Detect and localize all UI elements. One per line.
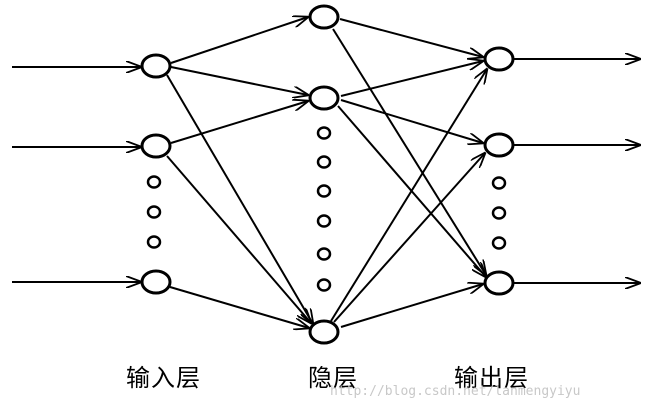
input-node-3 bbox=[140, 269, 172, 295]
hidden-node-3 bbox=[308, 319, 340, 345]
output-layer bbox=[483, 46, 515, 296]
input-hidden-connections bbox=[166, 17, 313, 328]
hidden-layer-label: 隐层 bbox=[308, 364, 358, 392]
connection-i1-h2 bbox=[170, 66, 308, 95]
hidden-ellipsis-dots bbox=[316, 126, 332, 292]
hidden-dot-3 bbox=[316, 184, 332, 198]
input-node-2 bbox=[140, 133, 172, 159]
hidden-dot-6 bbox=[316, 278, 332, 292]
input-layer-label: 输入层 bbox=[126, 364, 201, 392]
connection-h1-o3 bbox=[332, 28, 486, 275]
connection-h2-o2 bbox=[340, 99, 483, 143]
output-node-1 bbox=[483, 46, 515, 72]
hidden-node-2 bbox=[308, 85, 340, 111]
connection-h3-o3 bbox=[340, 284, 483, 328]
hidden-node-1 bbox=[308, 4, 340, 30]
output-node-3 bbox=[483, 270, 515, 296]
connection-h3-o2 bbox=[333, 153, 485, 323]
input-arrows bbox=[12, 67, 141, 282]
connection-i1-h3 bbox=[166, 74, 313, 324]
input-dot-3 bbox=[146, 235, 162, 249]
hidden-dot-2 bbox=[316, 155, 332, 169]
connection-i3-h3 bbox=[169, 286, 309, 328]
output-arrows bbox=[514, 59, 640, 283]
watermark-url: http://blog.csdn.net/lanmengyiyu bbox=[330, 384, 581, 399]
hidden-output-connections bbox=[330, 18, 487, 328]
input-layer bbox=[140, 53, 172, 295]
connection-i2-h2 bbox=[170, 101, 308, 144]
output-node-2 bbox=[483, 132, 515, 158]
output-dot-3 bbox=[491, 236, 507, 250]
input-dot-2 bbox=[146, 205, 162, 219]
output-dot-1 bbox=[491, 176, 507, 190]
input-dot-1 bbox=[146, 175, 162, 189]
output-layer-label: 输出层 bbox=[454, 364, 529, 392]
connection-i2-h3 bbox=[166, 155, 311, 323]
connection-h3-o1 bbox=[330, 69, 487, 322]
input-node-1 bbox=[140, 53, 172, 79]
hidden-dot-1 bbox=[316, 126, 332, 140]
hidden-dot-4 bbox=[316, 214, 332, 228]
connection-h2-o1 bbox=[340, 61, 483, 97]
output-dot-2 bbox=[491, 206, 507, 220]
output-ellipsis-dots bbox=[491, 176, 507, 250]
hidden-layer bbox=[308, 4, 340, 345]
connection-h1-o1 bbox=[339, 18, 483, 57]
hidden-dot-5 bbox=[316, 247, 332, 261]
input-ellipsis-dots bbox=[146, 175, 162, 249]
connection-i1-h1 bbox=[170, 17, 308, 64]
